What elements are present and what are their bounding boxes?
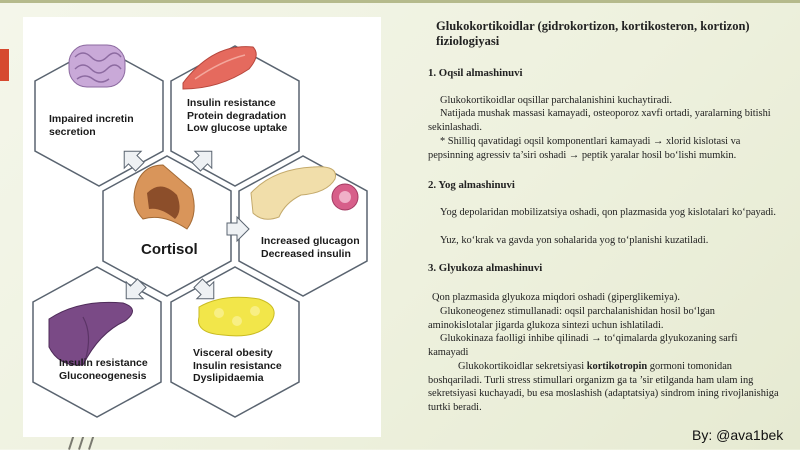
arrow-to-muscle [191,150,213,172]
arrow-to-pancreas [226,215,250,243]
text-column: Glukokortikoidlar (gidrokortizon, kortik… [428,19,780,413]
adrenal-gland-icon [133,164,195,230]
arrow-to-liver [125,278,147,300]
glucose-para-4-start: Glukokortikoidlar sekretsiyasi [458,361,587,372]
figure-drawing [32,44,368,418]
label-liver: Insulin resistance Gluconeogenesis [59,357,148,382]
fat-para-1: Yog depolaridan mobilizatsiya oshadi, qo… [440,207,776,218]
muscle-icon [182,46,257,90]
section-heading-glucose: 3. Glyukoza almashinuvi [428,262,543,274]
slide-title: Glukokortikoidlar (gidrokortizon, kortik… [436,19,750,48]
glucose-para-4-end: gormoni tomonidan boshqariladi. Turli st… [428,361,779,413]
label-adipose: Visceral obesity Insulin resistance Dysl… [193,347,282,384]
label-muscle: Insulin resistance Protein degradation L… [187,97,288,134]
author-attribution: By: @ava1bek [692,427,784,443]
protein-para-1: Glukokortikoidlar oqsillar parchalanishi… [440,95,672,106]
glucose-para-1: Qon plazmasida glyukoza miqdori oshadi (… [432,292,680,303]
arrow-to-adipose [193,278,215,300]
hexagon-adipose [170,266,300,418]
label-incretin: Impaired incretin secretion [49,113,134,138]
fat-para-2: Yuz, ko‘krak va gavda yon sohalarida yog… [440,235,709,246]
adipose-tissue-icon [198,296,275,337]
glucose-para-4: Glukokortikoidlar sekretsiyasi kortikotr… [428,360,780,414]
protein-para-2: Natijada mushak massasi kamayadi, osteop… [428,108,771,133]
glucose-para-3: Glukokinaza faolligi inhibe qilinadi → t… [428,333,738,358]
liver-icon [48,301,133,366]
cortisol-effects-figure: Impaired incretin secretion Insulin resi… [23,17,381,437]
label-cortisol: Cortisol [141,241,198,258]
label-pancreas: Increased glucagon Decreased insulin [261,235,360,260]
intestine-icon [68,44,126,88]
top-stripe [0,0,800,3]
protein-para-3: * Shilliq qavatidagi oqsil komponentlari… [428,136,741,161]
kortikotropin-term: kortikotropin [586,361,648,372]
arrow-to-incretin [123,150,145,172]
slide-accent-tab [0,49,9,81]
pancreas-icon [250,166,359,220]
section-heading-fat: 2. Yog almashinuvi [428,179,515,191]
glucose-para-2: Glukoneogenez stimullanadi: oqsil parcha… [428,306,716,331]
section-heading-protein: 1. Oqsil almashinuvi [428,67,523,79]
